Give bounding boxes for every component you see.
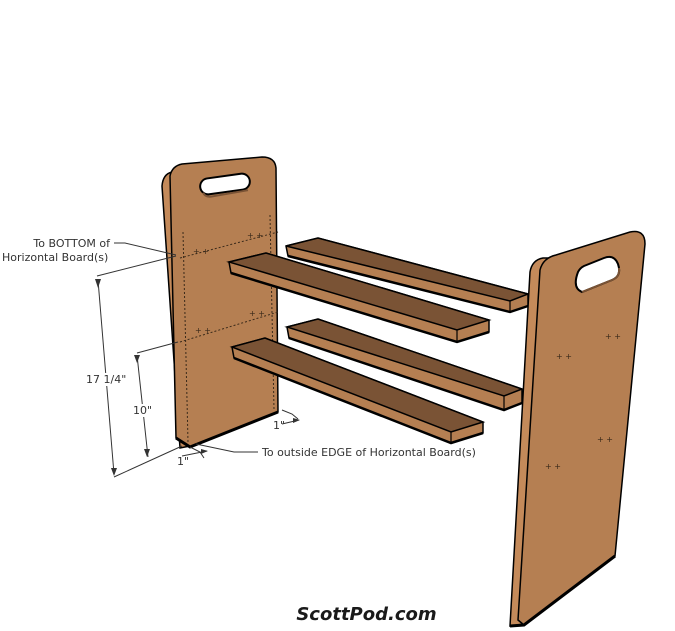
svg-text:+ +: + +	[556, 352, 572, 361]
dimension-arrowheads	[95, 279, 300, 476]
lower-back-board	[284, 318, 525, 412]
upper-front-board	[226, 252, 492, 344]
hidden-edge-lines	[179, 214, 279, 443]
annotation-to-bottom: To BOTTOM of	[33, 237, 110, 250]
dimension-lines	[96, 242, 300, 478]
left-side-panel: + + + + + + + +	[161, 156, 279, 449]
lower-front-board	[229, 337, 486, 445]
annotation-to-bottom-line2: Horizontal Board(s)	[2, 251, 109, 264]
dimension-upper-height: 17 1/4"	[86, 373, 127, 386]
screw-marks-left: + + + + + + + +	[193, 231, 265, 335]
dimension-lower-height: 10"	[133, 404, 153, 417]
svg-text:+ +: + +	[249, 309, 265, 318]
svg-text:+ +: + +	[545, 462, 561, 471]
svg-text:+ +: + +	[195, 326, 211, 335]
dimension-back-offset: 1"	[273, 419, 286, 432]
left-handle-cutout	[199, 172, 251, 198]
svg-text:+ +: + +	[247, 231, 263, 240]
svg-text:+ +: + +	[193, 247, 209, 256]
svg-text:+ +: + +	[605, 332, 621, 341]
leader-to-edge	[195, 443, 258, 453]
right-side-panel: + + + + + + + +	[509, 230, 646, 628]
dimension-front-offset: 1"	[177, 455, 190, 468]
screw-marks-right: + + + + + + + +	[545, 332, 621, 471]
leader-to-bottom	[114, 242, 177, 256]
svg-text:+ +: + +	[597, 435, 613, 444]
upper-back-board	[285, 237, 531, 314]
annotation-to-edge: To outside EDGE of Horizontal Board(s)	[262, 446, 476, 459]
right-handle-cutout	[574, 255, 621, 294]
watermark: ScottPod.com	[296, 604, 437, 625]
